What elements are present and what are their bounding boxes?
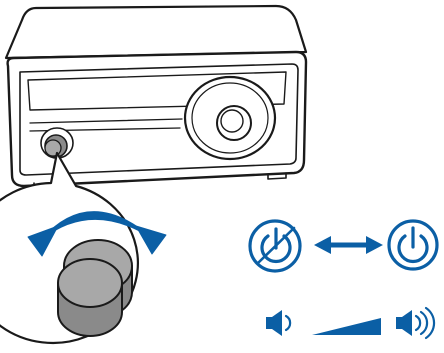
radio-volume-knob — [40, 127, 74, 159]
rotation-arrows-icon — [27, 211, 167, 257]
power-on-icon — [387, 219, 439, 271]
radio-grille — [27, 71, 287, 111]
speaker-low-icon — [266, 310, 292, 336]
knob-callout — [0, 151, 167, 345]
speaker-high-icon — [396, 306, 436, 340]
knob-enlarged-icon — [57, 239, 133, 337]
volume-ramp — [312, 318, 381, 335]
tuning-knob — [216, 105, 252, 141]
double-headed-arrow-icon — [314, 236, 383, 254]
radio-bezel — [19, 63, 299, 176]
radio-foot-right — [267, 172, 287, 180]
radio — [4, 4, 308, 189]
radio-top — [4, 4, 308, 60]
power-off-icon — [248, 219, 302, 273]
